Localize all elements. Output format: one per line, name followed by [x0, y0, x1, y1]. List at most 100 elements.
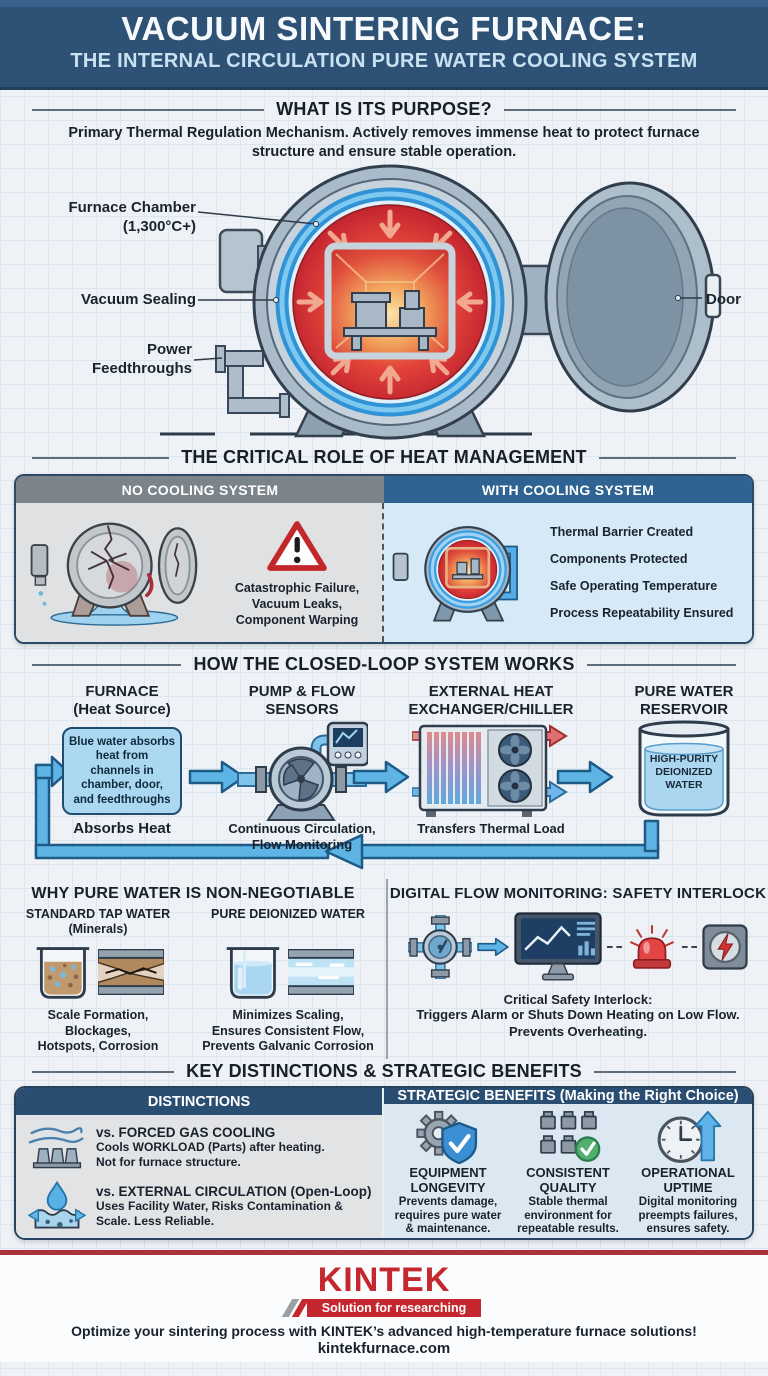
loop-heading: HOW THE CLOSED-LOOP SYSTEM WORKS: [193, 654, 575, 674]
pure-water-monitoring-row: WHY PURE WATER IS NON-NEGOTIABLE STANDAR…: [0, 879, 768, 1059]
interlock-caption: Critical Safety Interlock: Triggers Alar…: [388, 992, 768, 1040]
header: VACUUM SINTERING FURNACE: THE INTERNAL C…: [0, 0, 768, 90]
tap-water-title: STANDARD TAP WATER: [25, 907, 171, 921]
footer-website: kintekfurnace.com: [317, 1340, 451, 1357]
stage-exchanger: EXTERNAL HEAT EXCHANGER/CHILLER: [398, 683, 584, 837]
distinction-title: vs. FORCED GAS COOLING: [96, 1125, 276, 1140]
gear-shield-icon: [416, 1110, 478, 1164]
benefits-panel: STRATEGIC BENEFITS (Making the Right Cho…: [384, 1088, 752, 1238]
furnace-illustration: [160, 164, 722, 440]
closed-loop-diagram: FURNACE (Heat Source) Blue water absorbs…: [0, 683, 768, 875]
rule-line: [593, 1070, 737, 1073]
key-heading: KEY DISTINCTIONS & STRATEGIC BENEFITS: [186, 1061, 582, 1081]
heat-heading-row: THE CRITICAL ROLE OF HEAT MANAGEMENT: [0, 447, 768, 468]
benefit-line: Thermal Barrier Created: [550, 525, 694, 539]
benefits-header: STRATEGIC BENEFITS (Making the Right Cho…: [384, 1088, 752, 1104]
benefit-line: Process Repeatability Ensured: [550, 606, 734, 620]
benefit-title: OPERATIONAL UPTIME: [641, 1165, 735, 1195]
no-cooling-caption: Catastrophic Failure, Vacuum Leaks, Comp…: [234, 580, 360, 627]
rule-line: [32, 456, 170, 459]
tank-label: HIGH-PURITY DEIONIZED WATER: [649, 752, 719, 791]
furnace-heat-source-box: Blue water absorbs heat from channels in…: [62, 726, 182, 816]
fan-icon: [498, 769, 532, 803]
logo-tagline: Solution for researching: [306, 1299, 482, 1317]
purpose-section: WHAT IS ITS PURPOSE? Primary Thermal Reg…: [0, 90, 768, 162]
clean-beaker-icon: [226, 947, 280, 999]
flow-monitoring-heading: DIGITAL FLOW MONITORING: SAFETY INTERLOC…: [389, 885, 767, 902]
benefit-item: CONSISTENT QUALITY Stable thermal enviro…: [508, 1109, 628, 1237]
stage-title: FURNACE (Heat Source): [73, 683, 171, 718]
interlock-caption-body: Triggers Alarm or Shuts Down Heating on …: [416, 1007, 740, 1039]
interlock-icon-row: [388, 904, 768, 990]
open-loop-water-icon: [28, 1180, 86, 1229]
benefit-line: Components Protected: [550, 552, 688, 566]
dashed-connector: [682, 946, 697, 948]
rule-line: [503, 108, 736, 111]
purpose-heading-row: WHAT IS ITS PURPOSE?: [0, 99, 768, 120]
with-cooling-panel: WITH COOLING SYSTEM: [384, 476, 752, 642]
distinction-item: vs. FORCED GAS COOLING Cools WORKLOAD (P…: [28, 1123, 372, 1171]
heat-exchanger-icon: [412, 724, 568, 817]
stage-reservoir: PURE WATER RESERVOIR HIGH-PURITY DEIONIZ…: [600, 683, 768, 821]
flow-arrow-icon: [556, 760, 614, 794]
monitor-icon: [514, 912, 602, 981]
clogged-pipe-icon: [98, 949, 164, 995]
footer: KINTEK Solution for researching Optimize…: [0, 1250, 768, 1362]
logo-banner: Solution for researching: [281, 1299, 482, 1317]
stage-furnace: FURNACE (Heat Source) Blue water absorbs…: [32, 683, 212, 837]
benefit-line: Safe Operating Temperature: [550, 579, 718, 593]
clock-uptime-icon: [657, 1110, 722, 1163]
benefit-body: Digital monitoring preempts failures, en…: [638, 1196, 738, 1235]
cooling-ring-highlight: [279, 191, 501, 413]
label-furnace-chamber: Furnace Chamber (1,300°C+): [68, 199, 196, 235]
label-vacuum-sealing: Vacuum Sealing: [80, 291, 196, 308]
warning-icon: [267, 520, 327, 571]
door-handle: [704, 273, 722, 319]
deionized-caption: Minimizes Scaling, Ensures Consistent Fl…: [202, 1008, 374, 1053]
dashed-connector: [607, 946, 622, 948]
fan-icon: [498, 733, 532, 767]
kintek-logo: KINTEK: [317, 1261, 451, 1299]
distinction-body: Uses Facility Water, Risks Contamination…: [96, 1199, 343, 1228]
stage-title: EXTERNAL HEAT EXCHANGER/CHILLER: [408, 683, 574, 718]
stage-caption: Transfers Thermal Load: [417, 821, 565, 836]
clean-pipe-icon: [288, 949, 354, 995]
water-tank-icon: [638, 720, 730, 816]
dirty-beaker-icon: [36, 947, 90, 999]
flow-arrow-icon: [188, 760, 246, 794]
rule-line: [598, 456, 736, 459]
tap-water-caption: Scale Formation, Blockages, Hotspots, Co…: [37, 1008, 159, 1053]
heat-heading: THE CRITICAL ROLE OF HEAT MANAGEMENT: [181, 447, 587, 467]
cooled-furnace-icon: [392, 525, 518, 622]
flow-monitoring-section: DIGITAL FLOW MONITORING: SAFETY INTERLOC…: [386, 879, 768, 1059]
stage-title: PUMP & FLOW SENSORS: [248, 683, 356, 718]
page-subtitle: THE INTERNAL CIRCULATION PURE WATER COOL…: [70, 50, 698, 72]
purpose-heading: WHAT IS ITS PURPOSE?: [276, 99, 492, 119]
purpose-body: Primary Thermal Regulation Mechanism. Ac…: [68, 125, 700, 160]
no-cooling-panel: NO COOLING SYSTEM: [16, 476, 384, 642]
no-cooling-header: NO COOLING SYSTEM: [16, 476, 384, 503]
benefit-body: Stable thermal environment for repeatabl…: [517, 1196, 619, 1235]
distinctions-header: DISTINCTIONS: [16, 1088, 382, 1115]
deionized-title: PURE DEIONIZED WATER: [211, 907, 365, 921]
benefit-title: EQUIPMENT LONGEVITY: [409, 1165, 487, 1195]
label-door: Door: [706, 291, 741, 308]
inner-chamber: [324, 242, 456, 360]
footer-tagline: Optimize your sintering process with KIN…: [71, 1323, 697, 1339]
forced-gas-icon: [28, 1127, 84, 1169]
key-heading-row: KEY DISTINCTIONS & STRATEGIC BENEFITS: [0, 1061, 768, 1082]
with-cooling-list: Thermal Barrier Created Components Prote…: [550, 525, 746, 620]
page-title: VACUUM SINTERING FURNACE:: [121, 10, 647, 47]
alarm-icon: [630, 925, 674, 969]
label-power-feedthroughs: Power Feedthroughs: [92, 341, 192, 377]
rule-line: [32, 1070, 175, 1073]
pure-water-section: WHY PURE WATER IS NON-NEGOTIABLE STANDAR…: [0, 879, 386, 1059]
power-cutoff-icon: [702, 924, 748, 970]
door-illustration: [544, 181, 722, 413]
distinction-item: vs. EXTERNAL CIRCULATION (Open-Loop) Use…: [28, 1180, 372, 1232]
furnace-figure: Furnace Chamber (1,300°C+) Vacuum Sealin…: [0, 162, 768, 445]
label-lines: [193, 211, 702, 361]
cracked-furnace-icon: [30, 522, 198, 626]
parts-quality-icon: [540, 1111, 601, 1162]
with-cooling-header: WITH COOLING SYSTEM: [384, 476, 752, 503]
